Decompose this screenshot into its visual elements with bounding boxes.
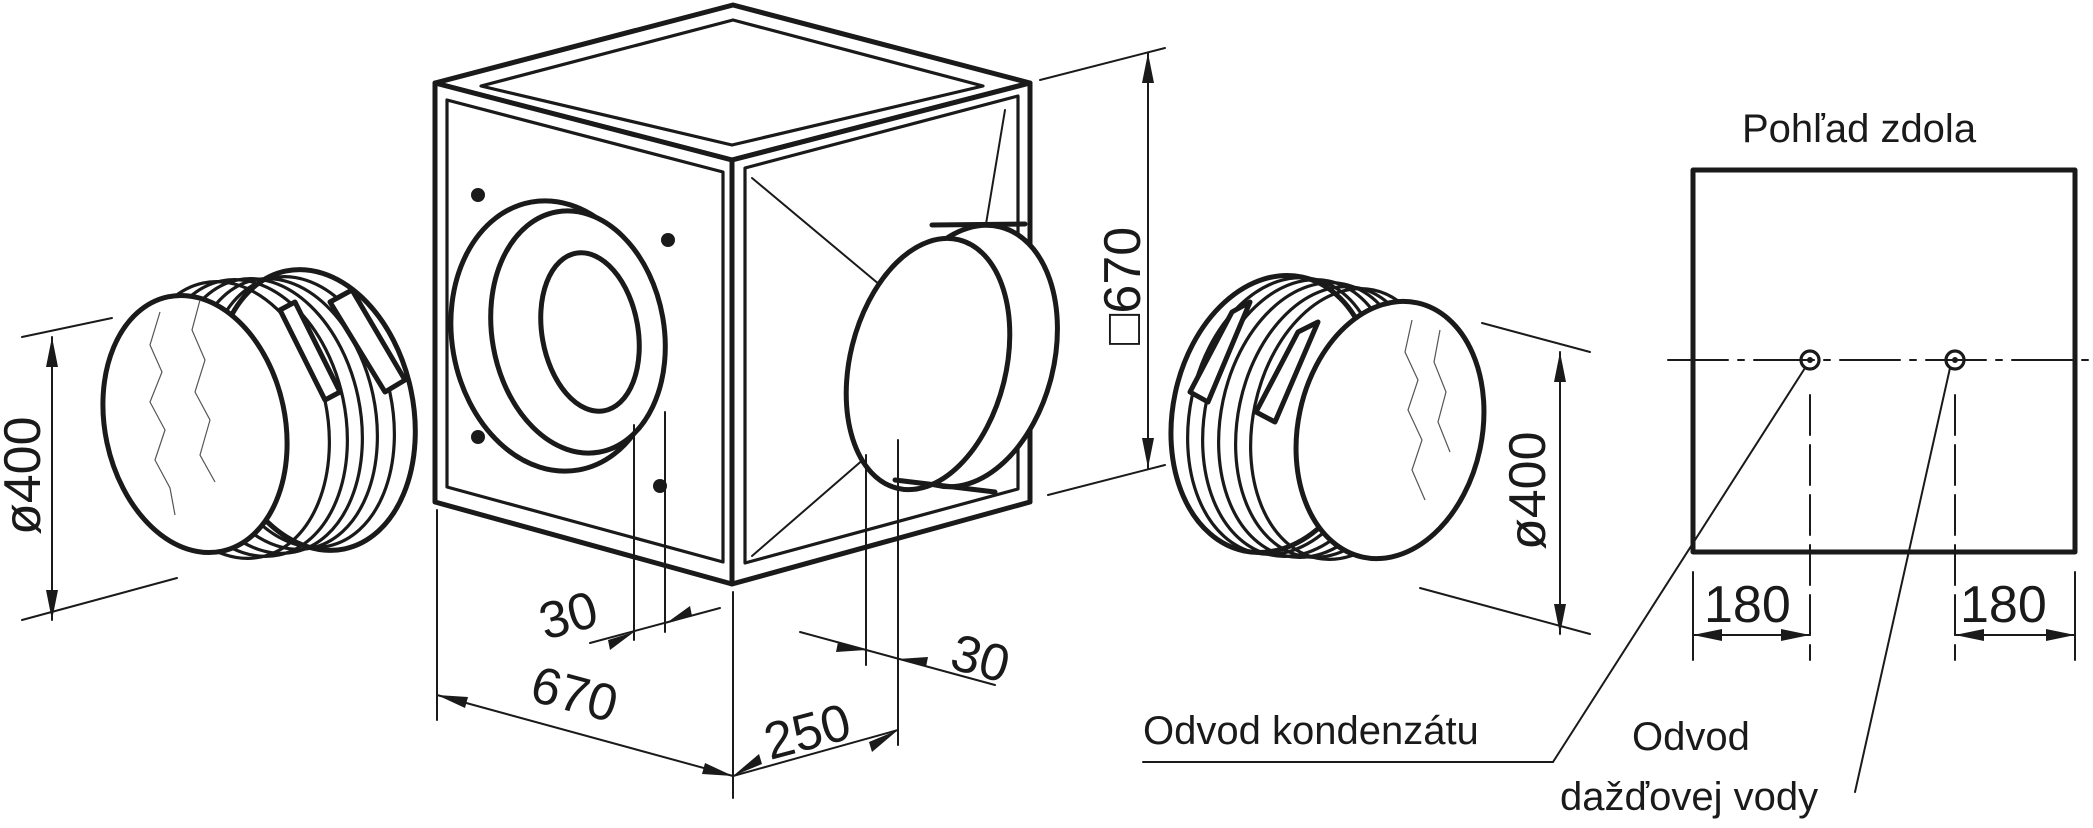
left-flexible-connector — [100, 267, 418, 560]
rain-drain-label-line1: Odvod — [1632, 715, 1750, 759]
bottom-view-title: Pohľad zdola — [1742, 107, 1977, 151]
right-flexible-connector — [1168, 272, 1487, 562]
bottom-view: Pohľad zdola 180 180 — [1667, 107, 2093, 661]
left-diameter-label: ø400 — [0, 416, 52, 535]
spigot-depth-label: 250 — [758, 693, 857, 771]
drain-labels: Odvod kondenzátu Odvod dažďovej vody — [1142, 367, 1951, 819]
left-collar-label: 30 — [533, 581, 604, 652]
box-height-label: □670 — [1094, 227, 1152, 345]
box-height-dimension: □670 — [1039, 47, 1166, 496]
right-offset-label: 180 — [1960, 576, 2047, 634]
right-diameter-dimension: ø400 — [1419, 322, 1591, 635]
right-diameter-label: ø400 — [1499, 431, 1557, 550]
condensate-drain-label: Odvod kondenzátu — [1143, 709, 1479, 753]
left-diameter-dimension: ø400 — [0, 317, 178, 621]
right-collar-label: 30 — [945, 624, 1016, 695]
central-unit — [432, 2, 1060, 587]
rain-drain-label-line2: dažďovej vody — [1560, 775, 1818, 819]
left-offset-label: 180 — [1704, 576, 1791, 634]
